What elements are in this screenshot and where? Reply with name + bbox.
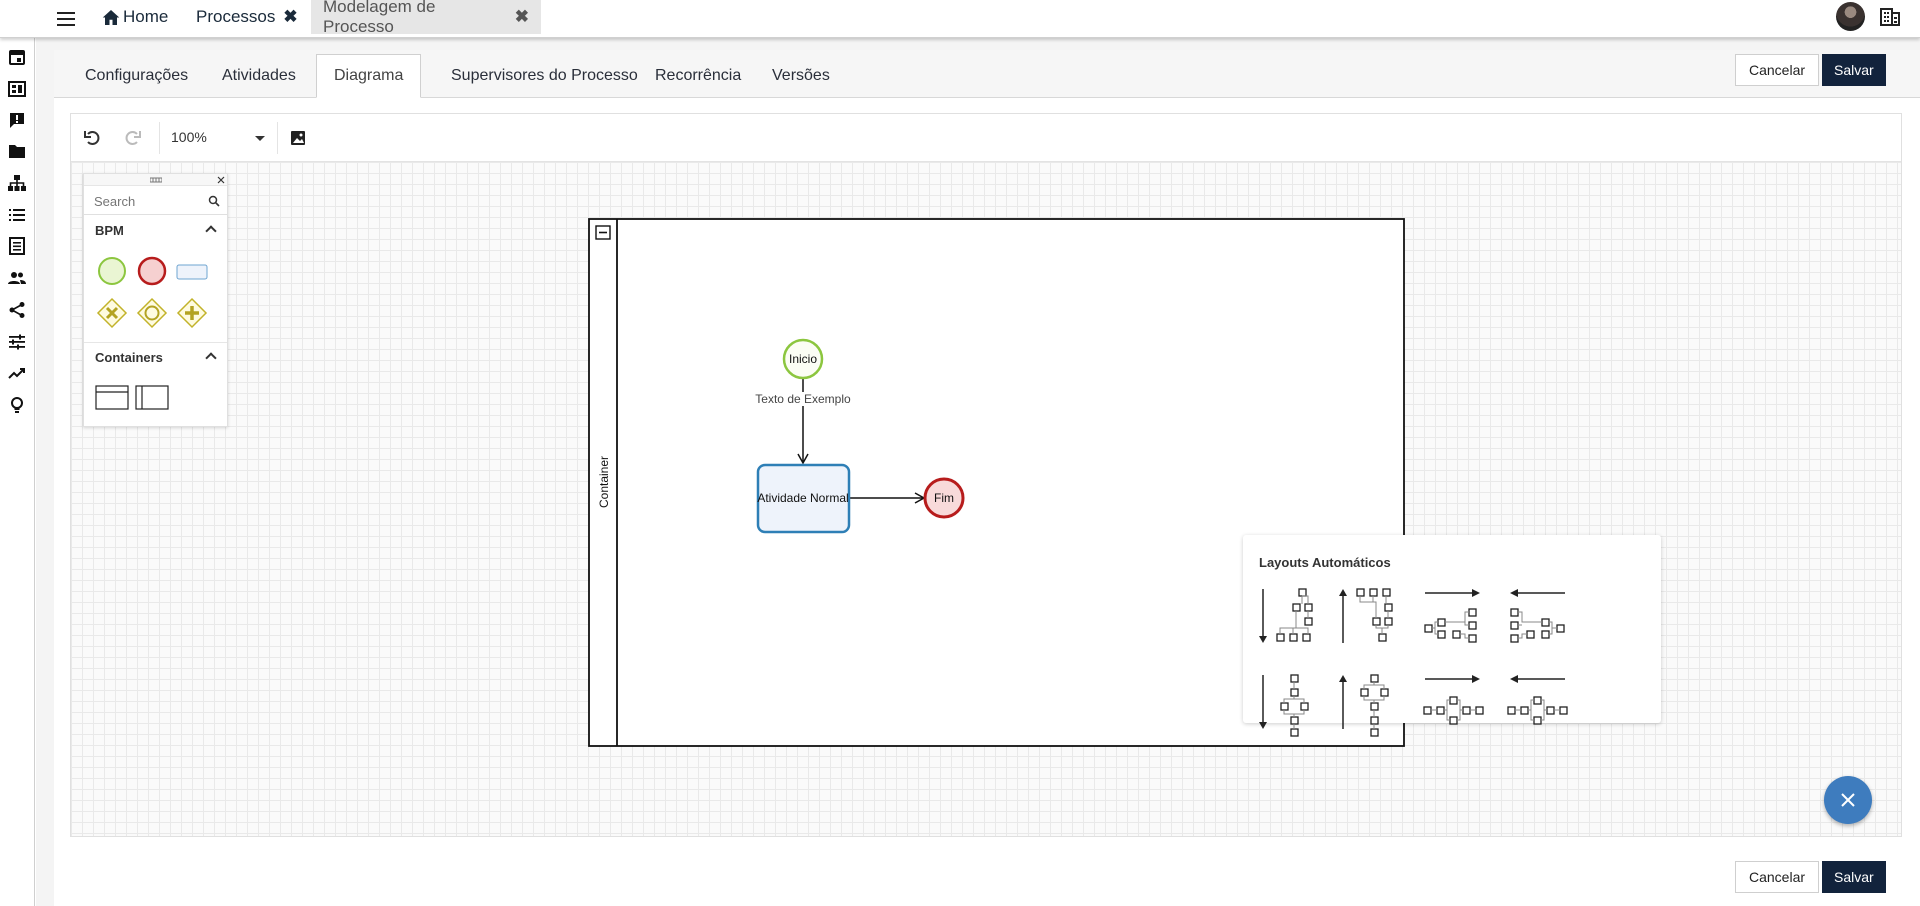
edge-label[interactable]: Texto de Exemplo	[755, 392, 851, 406]
export-image-icon[interactable]	[287, 127, 309, 149]
share-icon[interactable]	[8, 301, 26, 319]
end-event[interactable]: Fim	[923, 477, 965, 519]
home-icon	[102, 9, 120, 25]
hamburger-menu-icon[interactable]	[53, 6, 79, 32]
auto-layouts-panel: Layouts Automáticos	[1243, 535, 1661, 737]
toolbar-separator	[159, 122, 160, 154]
org-chart-icon[interactable]	[8, 174, 26, 192]
diagram-canvas[interactable]: BPM Containers	[71, 162, 1901, 836]
process-tabs-bar: Configurações Atividades Diagrama Superv…	[54, 50, 1920, 98]
list-icon[interactable]	[8, 206, 26, 224]
parallel-gateway-shape[interactable]	[175, 296, 209, 330]
diagram-editor: 100% BPM	[70, 113, 1902, 837]
main-area: Configurações Atividades Diagrama Superv…	[36, 38, 1920, 906]
tab-configuracoes[interactable]: Configurações	[85, 67, 189, 84]
dashboard-icon[interactable]	[8, 80, 26, 98]
task-shape[interactable]	[175, 254, 209, 288]
tab-processos[interactable]: Processos ✖	[184, 0, 310, 34]
tab-versoes[interactable]: Versões	[772, 67, 830, 84]
tab-atividades[interactable]: Atividades	[222, 67, 296, 84]
tab-modelagem[interactable]: Modelagem de Processo ✖	[311, 0, 541, 36]
process-card: Configurações Atividades Diagrama Superv…	[54, 50, 1920, 906]
lightbulb-icon[interactable]	[8, 396, 26, 414]
tab-processos-label: Processos	[196, 7, 276, 26]
vertical-tree-down-layout-icon[interactable]	[1257, 587, 1319, 651]
task-label: Atividade Normal	[757, 491, 848, 505]
toolbar-separator	[277, 122, 278, 154]
end-event-label: Fim	[934, 491, 954, 505]
auto-layouts-title: Layouts Automáticos	[1259, 555, 1391, 570]
vertical-pool-shape[interactable]	[135, 380, 169, 414]
drag-grip-icon	[150, 177, 162, 183]
search-icon[interactable]	[208, 195, 220, 207]
user-avatar[interactable]	[1836, 2, 1865, 31]
tab-home[interactable]: Home	[90, 0, 180, 34]
bpmn-diagram: Container Texto de Exemplo Inic	[588, 218, 1405, 747]
cancel-button[interactable]: Cancelar	[1735, 54, 1820, 86]
close-layouts-fab[interactable]	[1824, 776, 1872, 824]
left-sidebar	[0, 38, 35, 906]
palette-section-title: BPM	[95, 223, 124, 238]
palette-drag-handle[interactable]	[84, 174, 227, 186]
people-icon[interactable]	[8, 269, 26, 287]
tune-icon[interactable]	[8, 333, 26, 351]
tab-supervisores[interactable]: Supervisores do Processo	[451, 67, 638, 84]
palette-section-title: Containers	[95, 350, 163, 365]
start-event-shape[interactable]	[95, 254, 129, 288]
tab-home-label: Home	[123, 7, 169, 26]
undo-icon[interactable]	[81, 127, 103, 149]
document-list-icon[interactable]	[8, 237, 26, 255]
close-tab-icon[interactable]: ✖	[283, 7, 298, 26]
end-event-shape[interactable]	[135, 254, 169, 288]
task-activity[interactable]: Atividade Normal	[756, 463, 851, 534]
editor-toolbar: 100%	[71, 114, 1901, 162]
feedback-icon[interactable]	[8, 111, 26, 129]
start-event[interactable]: Inicio	[782, 338, 824, 380]
tab-recorrencia[interactable]: Recorrência	[655, 67, 742, 84]
vertical-flow-down-layout-icon[interactable]	[1257, 673, 1319, 737]
collapse-pool-icon[interactable]	[595, 225, 611, 240]
exclusive-gateway-shape[interactable]	[95, 296, 129, 330]
start-event-label: Inicio	[789, 352, 817, 366]
palette-search-input[interactable]	[94, 192, 199, 210]
horizontal-pool-shape[interactable]	[95, 380, 129, 414]
close-icon	[1841, 793, 1855, 807]
tab-modelagem-label: Modelagem de Processo	[323, 0, 436, 36]
palette-section-containers[interactable]: Containers	[84, 342, 227, 370]
close-tab-icon[interactable]: ✖	[514, 7, 529, 26]
horizontal-flow-right-layout-icon[interactable]	[1423, 673, 1485, 737]
redo-icon[interactable]	[122, 127, 144, 149]
trending-up-icon[interactable]	[8, 364, 26, 382]
zoom-level[interactable]: 100%	[171, 129, 207, 145]
horizontal-flow-left-layout-icon[interactable]	[1507, 673, 1569, 737]
save-button[interactable]: Salvar	[1822, 54, 1886, 86]
horizontal-tree-right-layout-icon[interactable]	[1423, 587, 1485, 651]
top-bar: Home Processos ✖ Modelagem de Processo ✖	[0, 0, 1920, 38]
inclusive-gateway-shape[interactable]	[135, 296, 169, 330]
cancel-button-bottom[interactable]: Cancelar	[1735, 861, 1820, 893]
horizontal-tree-left-layout-icon[interactable]	[1507, 587, 1569, 651]
building-icon[interactable]	[1880, 8, 1900, 26]
zoom-dropdown-icon[interactable]	[255, 136, 265, 141]
shape-palette: BPM Containers	[83, 173, 228, 427]
vertical-flow-up-layout-icon[interactable]	[1337, 673, 1399, 737]
close-palette-icon[interactable]	[217, 176, 225, 184]
save-button-bottom[interactable]: Salvar	[1822, 861, 1886, 893]
pool-label: Container	[597, 456, 611, 508]
vertical-tree-up-layout-icon[interactable]	[1337, 587, 1399, 651]
calendar-icon[interactable]	[8, 48, 26, 66]
tab-diagrama[interactable]: Diagrama	[316, 54, 422, 98]
palette-section-bpm[interactable]: BPM	[84, 216, 227, 244]
palette-search	[84, 187, 227, 215]
folder-icon[interactable]	[8, 142, 26, 160]
